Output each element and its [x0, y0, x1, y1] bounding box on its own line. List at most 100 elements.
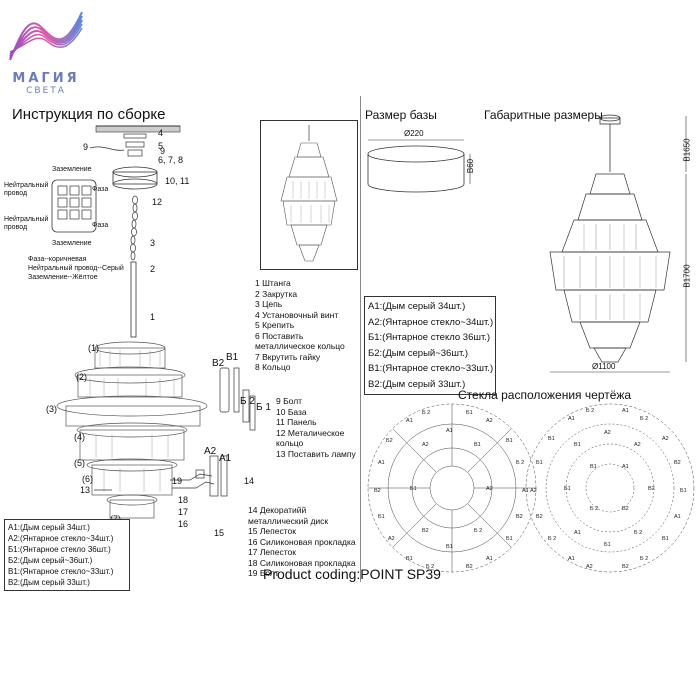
callout-9: 9 [83, 142, 89, 152]
svg-text:A1: A1 [622, 464, 629, 470]
svg-text:A1: A1 [622, 408, 629, 414]
wiring-ground-top: Заземление [52, 166, 92, 173]
panel-label-a1: A1 [219, 453, 232, 464]
callout-9b: 9 [160, 146, 166, 156]
parts-item: 4 Установочный винт [255, 309, 339, 320]
svg-text:A2: A2 [604, 430, 611, 436]
svg-text:A1: A1 [674, 514, 681, 520]
legend-item: Б2:(Дым серый~36шт.) [368, 347, 469, 359]
parts-item: 17 Лепесток [248, 547, 296, 557]
parts-item: 10 База [276, 406, 307, 417]
svg-text:A1: A1 [522, 488, 529, 494]
svg-text:B1: B1 [590, 464, 597, 470]
legend-item: A1:(Дым серый 34шт.) [8, 523, 90, 532]
base-drawing [367, 139, 471, 193]
tier-1: (1) [88, 343, 99, 353]
parts-item: 9 Болт [276, 396, 303, 406]
svg-text:Б1: Б1 [680, 488, 687, 494]
product-coding: Product coding:POINT SP39 [263, 566, 441, 582]
svg-text:B1: B1 [574, 442, 581, 448]
callout-19: 19 [172, 476, 183, 486]
callout-678: 6, 7, 8 [158, 155, 184, 165]
svg-text:B1: B1 [506, 438, 513, 444]
tier-3: (3) [46, 404, 57, 414]
parts-list-1: 1 Штанга 2 Закрутка 3 Цепь 4 Установочны… [255, 278, 345, 373]
callout-2: 2 [150, 264, 156, 274]
parts-item: 11 Панель [276, 417, 317, 427]
svg-text:Б 2: Б 2 [516, 460, 524, 466]
svg-text:A1: A1 [406, 418, 413, 424]
callout-18: 18 [178, 495, 189, 505]
svg-text:B2: B2 [674, 460, 681, 466]
svg-text:Б1: Б1 [564, 486, 571, 492]
svg-text:Б1: Б1 [506, 536, 513, 542]
svg-text:B2: B2 [648, 486, 655, 492]
parts-item: 8 Кольцо [255, 362, 291, 372]
svg-text:A1: A1 [568, 416, 575, 422]
svg-text:B2: B2 [466, 564, 473, 570]
wiring-neutral: Нейтральный провод [4, 182, 49, 197]
callout-17: 17 [178, 507, 189, 517]
svg-text:A2: A2 [388, 536, 395, 542]
callout-12: 12 [152, 197, 163, 207]
svg-text:B1: B1 [406, 556, 413, 562]
chandelier-preview [260, 120, 358, 270]
svg-text:Б1: Б1 [536, 460, 543, 466]
panel-label-bb2: Б 2 [240, 396, 255, 407]
chandelier-dims-drawing [549, 114, 687, 373]
svg-text:B1: B1 [474, 442, 481, 448]
tier-6: (6) [82, 474, 93, 484]
parts-item: 16 Силиконовая прокладка [248, 536, 356, 547]
legend-item: A1:(Дым серый 34шт.) [368, 301, 466, 312]
wave-logo-icon [9, 11, 83, 61]
svg-text:A2: A2 [486, 418, 493, 424]
svg-text:Б1: Б1 [410, 486, 417, 492]
callout-1: 1 [150, 312, 156, 322]
svg-text:B2: B2 [536, 514, 543, 520]
svg-text:A2: A2 [422, 442, 429, 448]
legend-item: B2:(Дым серый 33шт.) [368, 378, 466, 390]
legend-item: B1:(Янтарное стекло~33шт.) [368, 363, 494, 374]
panel-label-b2: B2 [212, 358, 225, 369]
assembly-diagram [51, 125, 256, 519]
overall-dims-title: Габаритные размеры [484, 108, 603, 122]
svg-text:A1: A1 [574, 530, 581, 536]
svg-text:Б 2: Б 2 [590, 506, 598, 512]
svg-text:A1: A1 [568, 556, 575, 562]
panel-label-b1: B1 [226, 352, 239, 363]
callout-14: 14 [244, 476, 255, 486]
legend-item: Б1:(Янтарное стекло 36шт.) [368, 332, 491, 343]
wiring-note-2: Нейтральный провод--Серый [28, 265, 124, 272]
brand-logo: МАГИЯ СВЕТА [6, 6, 86, 98]
base-height-label: B60 [466, 158, 476, 174]
callout-5: 5 [158, 141, 164, 151]
legend-item: A2:(Янтарное стекло~34шт.) [368, 316, 494, 328]
svg-text:B2: B2 [622, 506, 629, 512]
svg-text:A2: A2 [662, 436, 669, 442]
base-width-label: Ø220 [404, 129, 424, 138]
legend-item: B1:(Янтарное стекло~33шт.) [8, 567, 114, 576]
parts-item: 5 Крепить [255, 320, 295, 330]
panel-label-bb1: Б 1 [256, 402, 271, 413]
callout-13: 13 [80, 485, 91, 495]
callout-4: 4 [158, 128, 164, 138]
svg-text:Б1: Б1 [604, 542, 611, 548]
base-size-title: Размер базы [365, 108, 437, 122]
callout-16: 16 [178, 519, 189, 529]
chandelier-preview-icon [280, 125, 338, 262]
parts-item: металлическое кольцо [255, 341, 345, 351]
dim-width-label: Ø1100 [592, 362, 616, 371]
wiring-neutral-2: Нейтральный провод [4, 216, 49, 231]
parts-item: 13 Поставить лампу [276, 448, 356, 459]
svg-text:B1: B1 [446, 544, 453, 550]
parts-list-3: 14 Декоратийй металлический диск 15 Лепе… [248, 505, 356, 579]
callout-1011: 10, 11 [165, 176, 190, 186]
legend-item: Б1:(Янтарное стекло 36шт.) [8, 545, 111, 554]
dim-body-label: B1700 [682, 264, 692, 288]
parts-list-2: 9 Болт 10 База 11 Панель 12 Металическое… [276, 396, 356, 459]
parts-item: кольцо [276, 438, 304, 448]
callout-3: 3 [150, 238, 156, 248]
svg-text:B2: B2 [422, 528, 429, 534]
legend-item: B2:(Дым серый 33шт.) [8, 578, 90, 587]
